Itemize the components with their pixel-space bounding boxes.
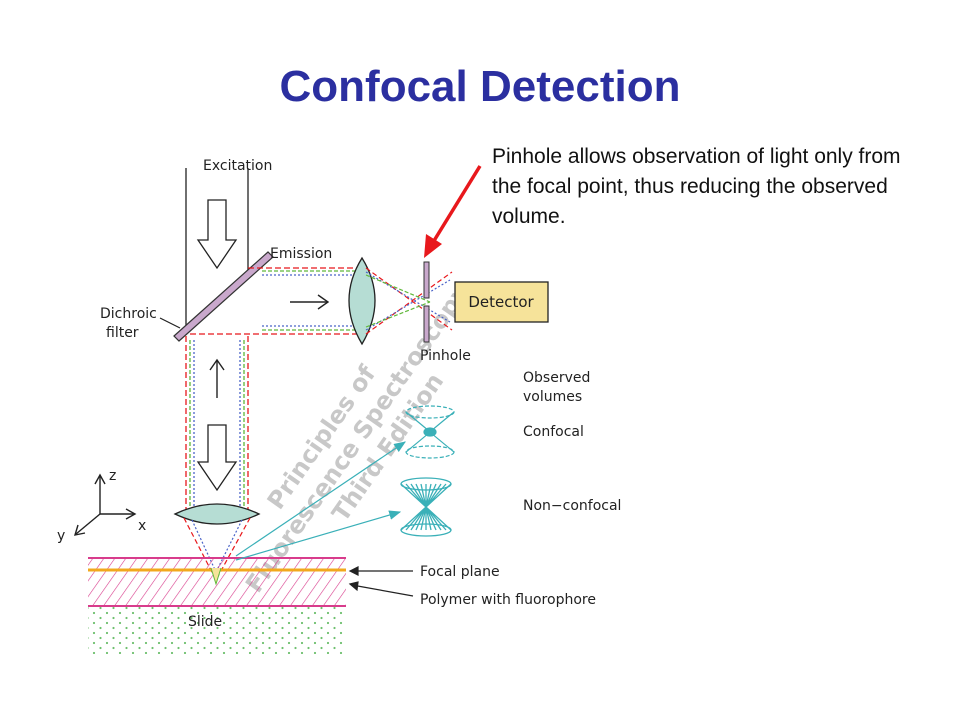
focal-plane-label: Focal plane <box>420 564 500 580</box>
coordinate-axes <box>73 473 137 536</box>
pinhole <box>423 261 430 343</box>
emission-beam-horizontal <box>190 267 365 335</box>
layer-boundaries <box>88 557 346 607</box>
confocal-volume <box>405 405 455 459</box>
emission-beam-vertical <box>185 336 249 510</box>
nonconfocal-volume <box>400 477 452 537</box>
emission-arrow-right <box>290 294 330 310</box>
focal-spot <box>210 567 222 586</box>
callout-arrow <box>424 165 482 258</box>
axis-x-label: x <box>138 518 146 534</box>
dichroic-pointer <box>159 317 181 329</box>
excitation-arrow-down <box>196 424 238 492</box>
volume-pointers <box>235 441 406 561</box>
axis-z-label: z <box>109 468 116 484</box>
detector-label: Detector <box>468 293 534 311</box>
objective-lens <box>173 503 261 525</box>
emission-arrow-up <box>209 358 225 398</box>
dichroic-label-line1: Dichroic <box>100 306 157 322</box>
focusing-lens <box>348 256 376 346</box>
pinhole-label: Pinhole <box>420 348 471 364</box>
confocal-label: Confocal <box>523 424 584 440</box>
slide-label: Slide <box>188 614 222 630</box>
dichroic-label-line2: filter <box>106 325 139 341</box>
slide-title: Confocal Detection <box>279 62 681 111</box>
emission-label: Emission <box>270 246 332 262</box>
excitation-beam <box>185 168 249 335</box>
excitation-label: Excitation <box>203 158 272 174</box>
dichroic-filter <box>173 251 274 342</box>
polymer-label: Polymer with fluorophore <box>420 592 596 608</box>
nonconfocal-label: Non−confocal <box>523 498 621 514</box>
excitation-arrow <box>196 199 238 270</box>
converging-rays <box>365 267 453 335</box>
detector-box <box>454 281 549 323</box>
focal-plane-pointer <box>348 566 413 576</box>
observed-label-line2: volumes <box>523 389 582 405</box>
slide-layer <box>88 606 346 654</box>
callout-text: Pinhole allows observation of light only… <box>492 145 901 228</box>
observed-label-line1: Observed <box>523 370 590 386</box>
polymer-pointer <box>348 581 414 597</box>
axis-y-label: y <box>57 528 65 544</box>
